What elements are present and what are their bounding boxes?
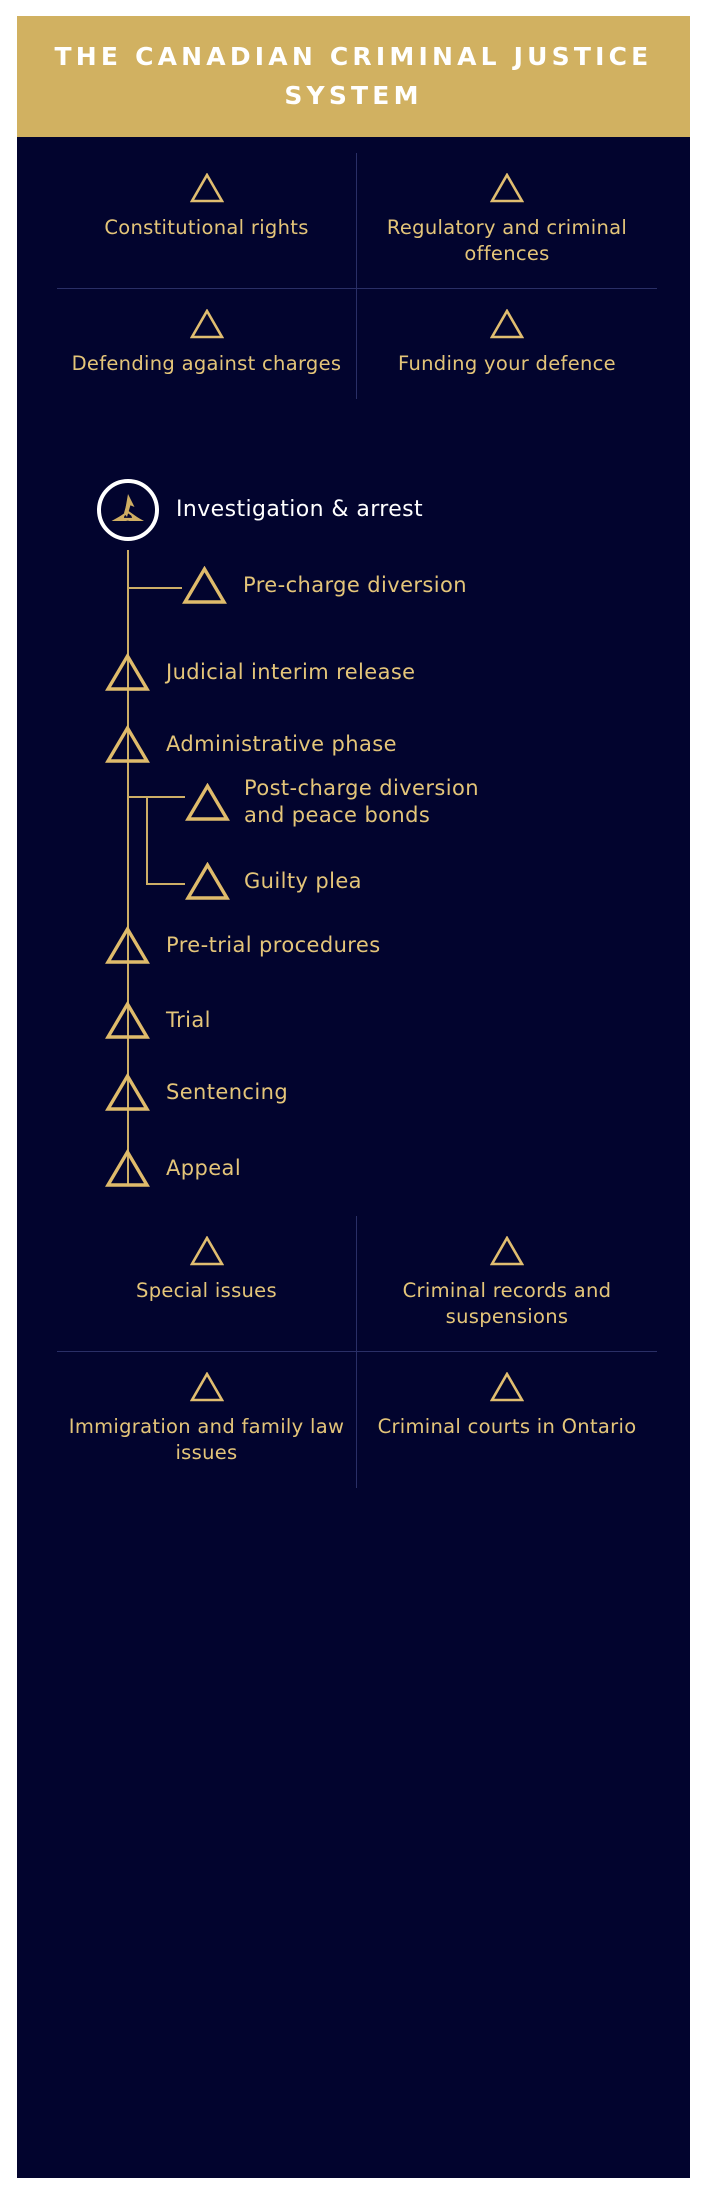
flow-node-post-charge-diversion[interactable]: Post-charge diversion and peace bonds: [185, 775, 504, 830]
triangle-icon: [490, 309, 524, 339]
grid-cell-label: Regulatory and criminal offences: [386, 216, 628, 265]
flow-branch-line-guilty-plea: [146, 883, 185, 885]
grid-cell-label: Immigration and family law issues: [68, 1415, 345, 1465]
infographic-panel: THE CANADIAN CRIMINAL JUSTICE SYSTEM Con…: [17, 16, 690, 2178]
grid-cell-label: Criminal records and suspensions: [402, 1279, 612, 1328]
triangle-icon: [189, 173, 224, 203]
triangle-icon: [182, 566, 227, 605]
triangle-icon: [105, 725, 150, 764]
flow-node-appeal[interactable]: Appeal: [105, 1149, 241, 1188]
grid-cell-special-issues[interactable]: Special issues: [57, 1216, 357, 1352]
triangle-icon: [490, 1372, 524, 1402]
flow-node-label: Administrative phase: [166, 731, 397, 756]
triangle-icon: [189, 1236, 224, 1266]
top-grid-row-1: Constitutional rights Regulatory and cri…: [57, 153, 657, 289]
grid-cell-funding-your-defence[interactable]: Funding your defence: [357, 288, 657, 399]
page-title: THE CANADIAN CRIMINAL JUSTICE SYSTEM: [54, 41, 653, 110]
header-banner: THE CANADIAN CRIMINAL JUSTICE SYSTEM: [17, 16, 690, 137]
process-flow-diagram: Investigation & arrest Pre-charge divers…: [17, 456, 690, 1196]
flow-node-sentencing[interactable]: Sentencing: [105, 1073, 288, 1112]
flow-node-label: Pre-charge diversion: [243, 572, 467, 597]
grid-cell-defending-against-charges[interactable]: Defending against charges: [57, 288, 357, 400]
flow-node-judicial-interim-release[interactable]: Judicial interim release: [105, 653, 416, 692]
triangle-icon: [490, 173, 524, 203]
flow-node-label: Sentencing: [166, 1079, 289, 1104]
grid-cell-label: Constitutional rights: [104, 216, 309, 239]
flow-node-label: Investigation & arrest: [176, 496, 424, 522]
grid-cell-label: Funding your defence: [398, 352, 616, 376]
grid-cell-constitutional-rights[interactable]: Constitutional rights: [57, 153, 357, 289]
flow-node-investigation-and-arrest[interactable]: Investigation & arrest: [97, 479, 423, 541]
flow-node-pre-trial-procedures[interactable]: Pre-trial procedures: [105, 926, 381, 965]
triangle-icon: [105, 653, 150, 692]
triangle-icon: [189, 309, 224, 339]
grid-cell-criminal-records-and-suspensions[interactable]: Criminal records and suspensions: [357, 1216, 657, 1351]
flow-node-label: Guilty plea: [244, 868, 362, 893]
flow-branch-line-post-charge: [127, 796, 185, 798]
triangle-icon: [105, 1001, 150, 1040]
flow-node-label: Trial: [166, 1007, 211, 1032]
flow-node-label: Judicial interim release: [166, 659, 416, 684]
triangle-icon: [490, 1236, 524, 1266]
grid-cell-label: Defending against charges: [71, 352, 342, 376]
triangle-icon: [185, 782, 230, 822]
flow-node-label: Appeal: [166, 1155, 242, 1180]
grid-cell-label: Criminal courts in Ontario: [377, 1415, 637, 1439]
flow-branch-line-pre-charge: [127, 587, 182, 589]
triangle-icon: [185, 862, 230, 901]
grid-cell-criminal-courts-in-ontario[interactable]: Criminal courts in Ontario: [357, 1351, 657, 1487]
triangle-icon: [189, 1372, 224, 1402]
flow-node-pre-charge-diversion[interactable]: Pre-charge diversion: [182, 566, 467, 605]
triangle-icon: [105, 926, 150, 965]
grid-cell-label: Special issues: [136, 1279, 277, 1302]
bottom-topic-grid: Special issues Criminal records and susp…: [57, 1216, 657, 1488]
flow-node-administrative-phase[interactable]: Administrative phase: [105, 725, 397, 764]
trillium-logo-icon: [97, 479, 159, 541]
bottom-grid-row-2: Immigration and family law issues Crimin…: [57, 1351, 657, 1488]
flow-node-label: Pre-trial procedures: [166, 932, 381, 957]
triangle-icon: [105, 1073, 150, 1112]
flow-trunk-line: [127, 550, 129, 1184]
grid-cell-immigration-and-family-law-issues[interactable]: Immigration and family law issues: [57, 1351, 357, 1488]
flow-branch-drop-line: [146, 796, 148, 884]
flow-node-label: Post-charge diversion and peace bonds: [244, 776, 479, 828]
bottom-grid-row-1: Special issues Criminal records and susp…: [57, 1216, 657, 1352]
flow-node-guilty-plea[interactable]: Guilty plea: [185, 862, 362, 901]
triangle-icon: [105, 1149, 150, 1188]
flow-node-trial[interactable]: Trial: [105, 1001, 211, 1040]
top-topic-grid: Constitutional rights Regulatory and cri…: [57, 153, 657, 400]
top-grid-row-2: Defending against charges Funding your d…: [57, 288, 657, 400]
grid-cell-regulatory-and-criminal-offences[interactable]: Regulatory and criminal offences: [357, 153, 657, 288]
